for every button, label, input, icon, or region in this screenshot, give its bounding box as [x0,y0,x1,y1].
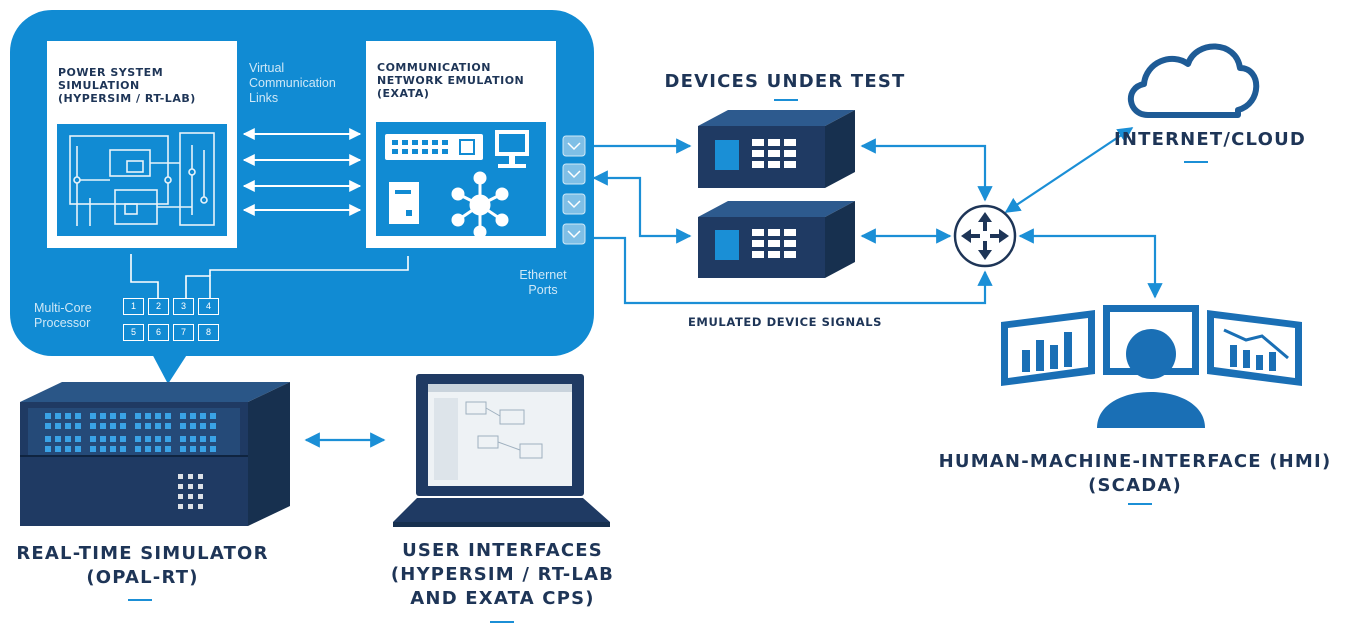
core-cell: 5 [123,324,144,341]
hmi-line-1: HUMAN-MACHINE-INTERFACE (HMI) [938,451,1332,472]
person-monitor [1097,305,1205,428]
power-system-title: POWER SYSTEM SIMULATION (HYPERSIM / RT-L… [58,66,233,105]
line-chart-icon [1207,310,1302,386]
core-cell: 6 [148,324,169,341]
person-icon [1126,329,1176,379]
power-system-panel [47,41,237,248]
ethernet-ports-line-2: Ports [528,283,558,297]
hmi-line-2: (SCADA) [1088,475,1182,496]
ethernet-ports-line-1: Ethernet [519,268,567,282]
virtual-links-label: Virtual Communication Links [249,61,364,106]
core-cell: 4 [198,298,219,315]
power-system-line-2: SIMULATION [58,79,140,92]
user-interfaces-line-1: USER INTERFACES [402,540,603,561]
power-system-line-3: (HYPERSIM / RT-LAB) [58,92,196,105]
core-cell: 1 [123,298,144,315]
network-switch-icon [385,134,483,160]
core-cell: 7 [173,324,194,341]
simulator-line-2: (OPAL-RT) [86,567,199,588]
rack-ports [45,413,216,452]
network-emulation-line-3: (EXATA) [377,87,430,100]
virtual-links-line-3: Links [249,91,279,105]
multicore-label: Multi-Core Processor [34,301,119,331]
core-cell: 3 [173,298,194,315]
virtual-links-line-1: Virtual [249,61,285,75]
user-interfaces-line-2: (HYPERSIM / RT-LAB [390,564,615,585]
monitor-icon [495,130,529,168]
ethernet-port-icons [562,135,586,245]
virtual-link-arrows [242,128,362,216]
label-underlines [128,99,1208,623]
hmi-workstation [1001,305,1302,428]
tower-pc-icon [389,182,419,224]
hmi-label: HUMAN-MACHINE-INTERFACE (HMI) (SCADA) [915,450,1355,498]
core-cell: 8 [198,324,219,341]
ethernet-links [592,138,993,305]
router-icon [953,204,1017,268]
hub-icon [451,171,509,239]
router-links [860,127,1163,299]
simulator-line-1: REAL-TIME SIMULATOR [16,543,269,564]
internet-cloud-label: INTERNET/CLOUD [1113,129,1307,150]
network-emulation-panel [366,41,556,248]
device-under-test-1 [698,110,855,188]
multicore-line-1: Multi-Core [34,301,92,315]
processor-links [130,254,409,298]
cloud-icon [1127,43,1260,118]
network-emulation-line-1: COMMUNICATION [377,61,491,74]
user-interfaces-label: USER INTERFACES (HYPERSIM / RT-LAB AND E… [370,539,635,611]
power-system-line-1: POWER SYSTEM [58,66,164,79]
multicore-line-2: Processor [34,316,91,330]
bar-chart-icon [1001,310,1095,386]
ethernet-ports-label: Ethernet Ports [508,268,578,298]
core-cell: 2 [148,298,169,315]
emulated-signals-label: EMULATED DEVICE SIGNALS [687,315,883,329]
device-under-test-2 [698,201,855,278]
simulator-label: REAL-TIME SIMULATOR (OPAL-RT) [0,542,285,590]
user-interfaces-line-3: AND EXATA CPS) [410,588,595,609]
laptop-icon [393,374,610,527]
server-rack-icon [20,382,290,526]
network-emulation-line-2: NETWORK EMULATION [377,74,525,87]
network-emulation-title: COMMUNICATION NETWORK EMULATION (EXATA) [377,61,552,100]
devices-under-test-label: DEVICES UNDER TEST [664,71,906,92]
virtual-links-line-2: Communication [249,76,336,90]
